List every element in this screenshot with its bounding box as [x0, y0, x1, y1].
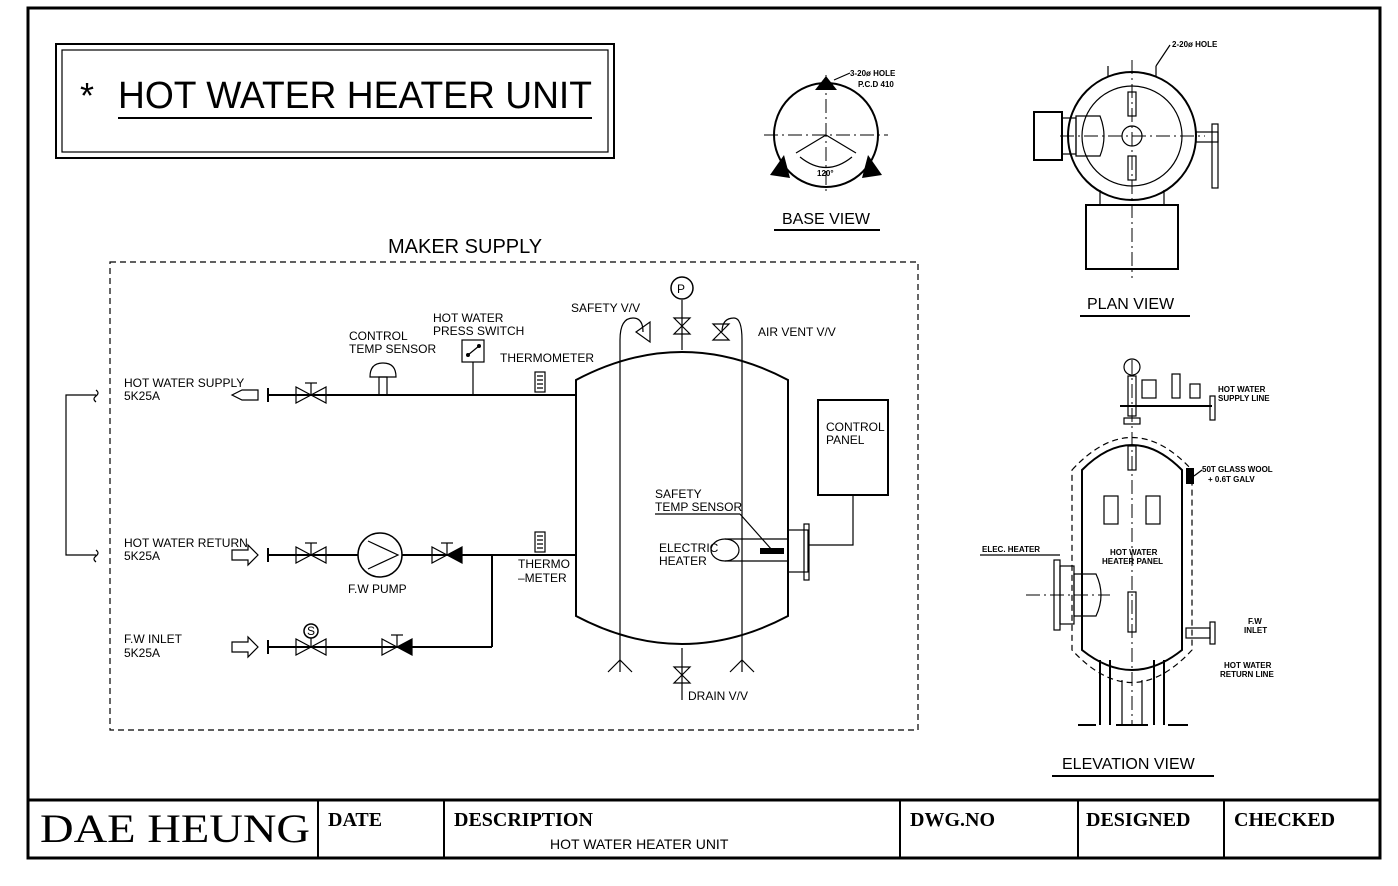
elev-glass-wool-label-2: + 0.6T GALV [1208, 475, 1255, 484]
drain-vv-label: DRAIN V/V [688, 689, 748, 703]
elev-heater-label: ELEC. HEATER [982, 545, 1040, 554]
hw-supply-size: 5K25A [124, 389, 160, 403]
date-label: DATE [328, 809, 382, 831]
control-temp-sensor-label-2: TEMP SENSOR [349, 342, 436, 356]
elevation-view: HOT WATER SUPPLY LINE 50T GLASS WOOL + 0… [980, 358, 1274, 777]
safety-vv-label: SAFETY V/V [571, 301, 640, 315]
hw-supply-label: HOT WATER SUPPLY [124, 376, 244, 390]
sheet-border [26, 6, 1382, 860]
pressure-gauge-icon [670, 276, 694, 300]
safety-temp-sensor-label-2: TEMP SENSOR [655, 500, 742, 514]
thermometer-label: THERMOMETER [500, 351, 594, 365]
drain-valve-icon [672, 666, 692, 684]
checked-label: CHECKED [1234, 809, 1335, 831]
fw-inlet-label: F.W INLET [124, 632, 183, 646]
control-panel-label-1: CONTROL [826, 420, 885, 434]
solenoid-valve-icon [295, 638, 327, 656]
solenoid-label: S [307, 624, 315, 638]
plan-hole-note: 2-20ø HOLE [1172, 40, 1218, 49]
designed-label: DESIGNED [1086, 809, 1190, 831]
electric-heater-label-1: ELECTRIC [659, 541, 719, 555]
plan-view-title: PLAN VIEW [1087, 296, 1175, 313]
plan-view: 2-20ø HOLE PLAN VIEW [1033, 40, 1219, 317]
description-label: DESCRIPTION [454, 809, 593, 831]
elev-supply-line-label-1: HOT WATER [1218, 385, 1266, 394]
elev-fw-inlet-label-2: INLET [1244, 626, 1267, 635]
gauge-valve-icon [672, 317, 692, 335]
hw-return-size: 5K25A [124, 549, 160, 563]
dwg-no-label: DWG.NO [910, 809, 995, 831]
title-box: * HOT WATER HEATER UNIT [55, 43, 615, 159]
press-switch-label-2: PRESS SWITCH [433, 324, 524, 338]
safety-valve-icon [634, 320, 651, 344]
thermo-meter-icon [534, 531, 546, 553]
elev-supply-line-label-2: SUPPLY LINE [1218, 394, 1270, 403]
elev-return-line-label-2: RETURN LINE [1220, 670, 1274, 679]
fw-inlet-size: 5K25A [124, 646, 160, 660]
electric-heater-label-2: HEATER [659, 554, 707, 568]
maker-supply-boundary [109, 261, 919, 731]
base-view-angle: 120° [817, 169, 834, 178]
title-block: DAE HEUNG DATE DESCRIPTION HOT WATER HEA… [28, 798, 1380, 858]
base-hole-note-2: P.C.D 410 [858, 80, 894, 89]
safety-temp-sensor-label-1: SAFETY [655, 487, 702, 501]
thermo-meter-label-1: THERMO [518, 557, 570, 571]
base-hole-note-1: 3-20ø HOLE [850, 69, 896, 78]
elevation-view-title: ELEVATION VIEW [1062, 756, 1196, 773]
base-view-title: BASE VIEW [782, 211, 871, 228]
schematic: MAKER SUPPLY HOT WATER SUPPLY 5K25A HOT … [65, 236, 919, 731]
hw-return-label: HOT WATER RETURN [124, 536, 248, 550]
title-prefix: * [80, 75, 94, 116]
supply-gate-valve-icon [295, 386, 327, 404]
control-panel-box [817, 399, 889, 496]
page-title: HOT WATER HEATER UNIT [118, 75, 592, 117]
company-name: DAE HEUNG [40, 806, 310, 851]
supply-arrow-icon [230, 389, 259, 401]
control-temp-sensor-label-1: CONTROL [349, 329, 408, 343]
thermometer-icon [534, 371, 546, 393]
elev-fw-inlet-label-1: F.W [1248, 617, 1262, 626]
description-value: HOT WATER HEATER UNIT [550, 836, 729, 852]
air-vent-valve-icon [711, 323, 731, 341]
elev-glass-wool-label-1: 50T GLASS WOOL [1202, 465, 1273, 474]
inlet-arrow-icon [231, 635, 259, 659]
fw-pump-icon [357, 532, 403, 578]
elev-heater-panel-label-2: HEATER PANEL [1102, 557, 1163, 566]
elev-heater-panel-label-1: HOT WATER [1110, 548, 1158, 557]
thermo-meter-label-2: –METER [518, 571, 567, 585]
control-temp-sensor-icon [369, 362, 397, 378]
fw-pump-label: F.W PUMP [348, 582, 407, 596]
return-arrow-icon [231, 543, 259, 567]
base-view: 120° 3-20ø HOLE P.C.D 410 BASE VIEW [764, 69, 896, 231]
hot-water-tank [575, 351, 789, 645]
press-switch-label-1: HOT WATER [433, 311, 504, 325]
pressure-gauge-label: P [677, 282, 685, 296]
return-gate-valve-icon [295, 546, 327, 564]
control-panel-label-2: PANEL [826, 433, 865, 447]
air-vent-label: AIR VENT V/V [758, 325, 836, 339]
elev-return-line-label-1: HOT WATER [1224, 661, 1272, 670]
schematic-heading: MAKER SUPPLY [388, 236, 542, 258]
